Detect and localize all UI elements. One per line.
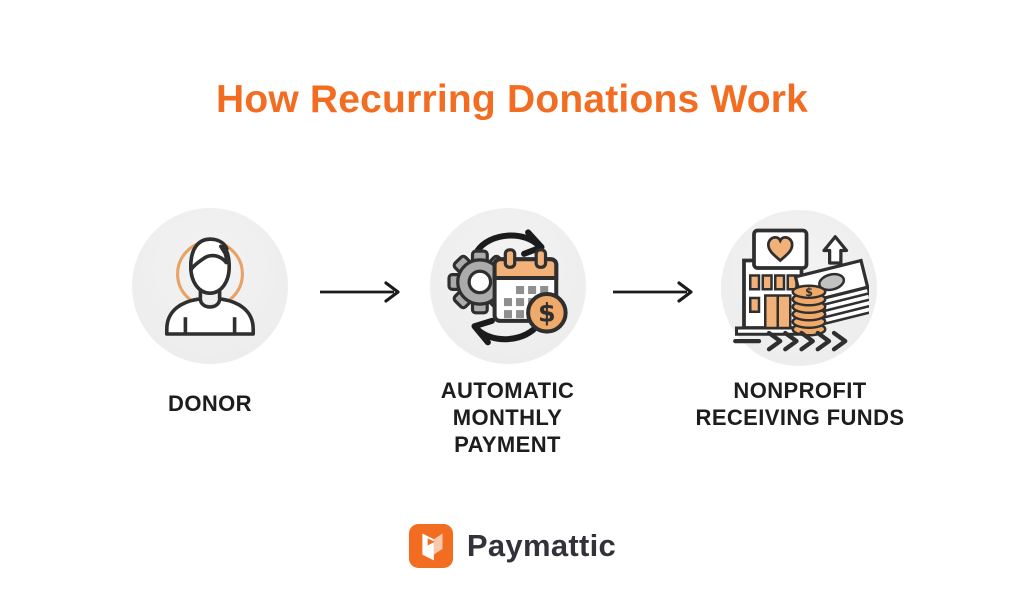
right-arrow-icon (320, 281, 400, 303)
step-label-donor: DONOR (105, 390, 315, 417)
brand-name: Paymattic (466, 528, 617, 563)
step-circle-donor (132, 208, 288, 364)
step-label-line: RECEIVING FUNDS (695, 405, 905, 430)
flow-arrow-2 (611, 279, 695, 305)
donor-person-icon (165, 237, 255, 336)
step-label-line: NONPROFIT (733, 378, 867, 403)
right-arrow-icon (613, 281, 693, 303)
flow-arrow-1 (318, 279, 402, 305)
step-label-line: AUTOMATIC (440, 378, 575, 403)
page-title: How Recurring Donations Work (215, 78, 809, 122)
svg-text:$: $ (538, 299, 556, 329)
svg-text:$: $ (805, 286, 813, 299)
nonprofit-building-funds-icon: $ (733, 228, 869, 352)
paymattic-logo-icon (408, 523, 453, 569)
step-label-line: PAYMENT (454, 432, 561, 457)
automatic-payment-cycle-icon: $ (447, 229, 568, 346)
step-label-nonprofit: NONPROFIT RECEIVING FUNDS (685, 377, 915, 431)
step-circle-nonprofit: $ (721, 210, 877, 366)
step-circle-payment: $ (430, 208, 586, 364)
step-label-line: DONOR (168, 391, 252, 416)
footer-brand: Paymattic (0, 521, 1024, 571)
step-label-payment: AUTOMATIC MONTHLY PAYMENT (400, 377, 615, 458)
step-label-line: MONTHLY (452, 405, 563, 430)
